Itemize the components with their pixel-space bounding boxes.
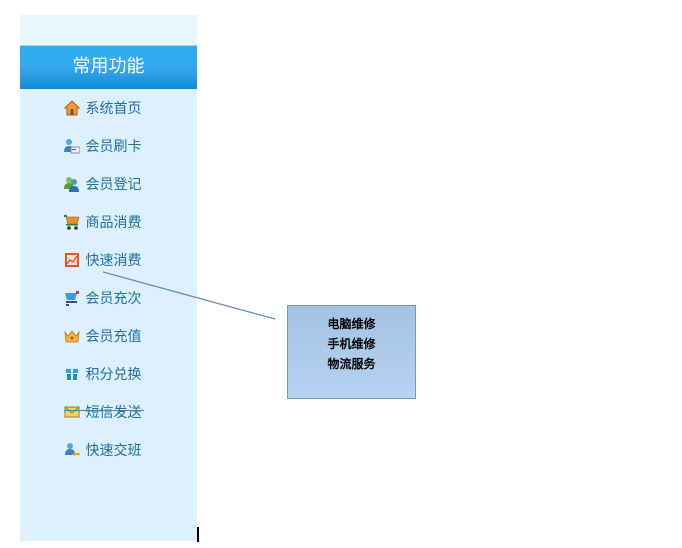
sidebar-item-label: 会员充次 — [85, 291, 142, 307]
member-card-icon — [63, 138, 80, 154]
sidebar-item-member-recharge[interactable]: 会员充值 — [20, 317, 197, 355]
sidebar-item-home[interactable]: 系统首页 — [20, 89, 197, 127]
sidebar-menu: 系统首页 会员刷卡 会员登记 商品 — [20, 89, 197, 469]
text-cursor — [197, 527, 199, 542]
sidebar-top-spacer — [20, 15, 197, 45]
gift-icon — [64, 366, 80, 382]
cart-recharge-icon — [64, 290, 80, 306]
sidebar-item-label: 快速消费 — [85, 253, 142, 269]
home-icon — [63, 100, 80, 116]
sidebar-item-sms-send[interactable]: 短信发送 — [20, 393, 197, 431]
callout-line: 手机维修 — [327, 337, 376, 351]
sidebar-item-quick-shift[interactable]: 快速交班 — [20, 431, 197, 469]
strikethrough-line — [63, 410, 144, 411]
sidebar-item-label: 系统首页 — [85, 101, 142, 117]
sidebar-item-member-card[interactable]: 会员刷卡 — [20, 127, 197, 165]
sidebar-item-label: 会员充值 — [85, 329, 142, 345]
shopping-cart-icon — [63, 214, 80, 230]
sidebar-item-quick-consume[interactable]: 快速消费 — [20, 241, 197, 279]
sidebar-item-points-exchange[interactable]: 积分兑换 — [20, 355, 197, 393]
sidebar-item-label: 商品消费 — [85, 215, 142, 231]
sidebar-item-member-register[interactable]: 会员登记 — [20, 165, 197, 203]
user-transfer-icon — [64, 442, 80, 458]
envelope-icon — [64, 404, 80, 420]
sidebar-item-label: 会员登记 — [85, 177, 142, 193]
sidebar-item-member-times-recharge[interactable]: 会员充次 — [20, 279, 197, 317]
member-register-icon — [63, 176, 80, 192]
sidebar-item-label: 短信发送 — [63, 402, 144, 422]
sidebar: 常用功能 系统首页 会员刷卡 会员登记 — [20, 15, 197, 541]
chart-icon — [64, 252, 80, 268]
callout-line: 电脑维修 — [327, 317, 376, 331]
sidebar-item-label: 快速交班 — [85, 443, 142, 459]
sidebar-item-label: 积分兑换 — [85, 367, 142, 383]
callout-line: 物流服务 — [327, 357, 376, 371]
sidebar-item-goods-consume[interactable]: 商品消费 — [20, 203, 197, 241]
crown-icon — [63, 328, 80, 344]
sidebar-header: 常用功能 — [20, 45, 197, 89]
service-callout-box: 电脑维修 手机维修 物流服务 — [287, 305, 416, 399]
sidebar-item-label: 会员刷卡 — [85, 139, 142, 155]
